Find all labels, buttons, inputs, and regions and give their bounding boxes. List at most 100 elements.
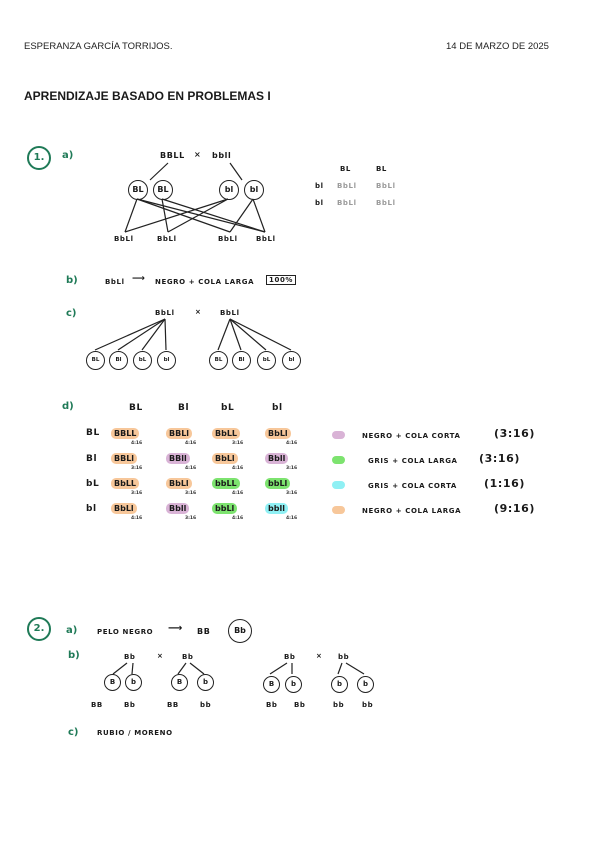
p2b-cross1-gamete: B xyxy=(104,674,121,691)
p1a-offspring: BbLl xyxy=(114,235,134,243)
p1b-phenotype: NEGRO + COLA LARGA xyxy=(155,278,255,286)
p2b-cross2-offspring: bb xyxy=(362,701,374,709)
punnett-fraction: 3:16 xyxy=(286,466,298,471)
p2-b-label: b) xyxy=(68,650,80,661)
mini-table-col: BL xyxy=(340,165,351,173)
legend-text: NEGRO + COLA LARGA xyxy=(362,507,462,515)
p1-a-label: a) xyxy=(62,150,74,161)
legend-swatch-pink xyxy=(332,431,345,439)
punnett-fraction: 3:16 xyxy=(185,491,197,496)
p2a-genotype: BB xyxy=(197,627,211,636)
punnett-cell: BBLL xyxy=(111,428,140,439)
punnett-cell: BbLL xyxy=(111,478,140,489)
punnett-col-head: BL xyxy=(129,403,143,413)
punnett-cell: BBll xyxy=(166,453,190,464)
p2a-arrow: ⟶ xyxy=(168,623,183,634)
p2b-cross2-offspring: bb xyxy=(333,701,345,709)
p2a-text: PELO NEGRO xyxy=(97,628,154,636)
p2b-cross1-right: Bb xyxy=(182,653,194,661)
p2b-cross1-offspring: BB xyxy=(167,701,179,709)
punnett-fraction: 3:16 xyxy=(131,466,143,471)
punnett-cell: BbLl xyxy=(166,478,192,489)
p2b-cross1-offspring: BB xyxy=(91,701,103,709)
p2a-circled-genotype: Bb xyxy=(228,619,252,643)
legend-swatch-cyan xyxy=(332,481,345,489)
mini-table-row-head: bl xyxy=(315,182,324,190)
p1b-arrow: ⟶ xyxy=(132,274,146,284)
punnett-row-head: bl xyxy=(86,504,97,514)
p2b-cross2-gamete: b xyxy=(331,676,348,693)
punnett-cell: BBLl xyxy=(166,428,193,439)
problem-2-number: 2. xyxy=(27,617,51,641)
punnett-cell: Bbll xyxy=(265,453,289,464)
punnett-fraction: 4:16 xyxy=(232,466,244,471)
legend-text: NEGRO + COLA CORTA xyxy=(362,432,461,440)
p2b-cross2-sign: × xyxy=(316,652,323,660)
punnett-fraction: 4:16 xyxy=(232,491,244,496)
punnett-fraction: 4:16 xyxy=(286,441,298,446)
punnett-fraction: 3:16 xyxy=(232,441,244,446)
p1a-gamete: BL xyxy=(153,180,173,200)
p2b-cross2-gamete: b xyxy=(357,676,374,693)
p1c-cross-left: BbLl xyxy=(155,309,175,317)
punnett-cell: BbLl xyxy=(265,428,291,439)
p1c-gamete-right: bL xyxy=(257,351,276,370)
mini-table-cell: BbLl xyxy=(376,199,396,207)
author-name: ESPERANZA GARCÍA TORRIJOS. xyxy=(24,41,173,52)
p2b-cross2-right: bb xyxy=(338,653,350,661)
punnett-fraction: 4:16 xyxy=(286,516,298,521)
p1-b-label: b) xyxy=(66,275,78,286)
p1b-percent: 100% xyxy=(266,275,297,285)
p2b-cross1-gamete: b xyxy=(197,674,214,691)
p1c-gamete-left: bl xyxy=(157,351,176,370)
legend-swatch-green xyxy=(332,456,345,464)
punnett-row-head: BL xyxy=(86,428,100,438)
mini-table-cell: BbLl xyxy=(337,199,357,207)
p1a-offspring: BbLl xyxy=(157,235,177,243)
p1c-gamete-right: Bl xyxy=(232,351,251,370)
mini-table-col: BL xyxy=(376,165,387,173)
punnett-fraction: 4:16 xyxy=(185,441,197,446)
p2b-cross1-sign: × xyxy=(157,652,164,660)
mini-table-row-head: bl xyxy=(315,199,324,207)
p2b-cross1-gamete: b xyxy=(125,674,142,691)
p1a-cross-left: BBLL xyxy=(160,151,185,160)
p2-c-label: c) xyxy=(68,727,79,738)
legend-ratio: (9:16) xyxy=(494,502,536,515)
mini-table-cell: BbLl xyxy=(337,182,357,190)
punnett-fraction: 4:16 xyxy=(232,516,244,521)
page-title: APRENDIZAJE BASADO EN PROBLEMAS I xyxy=(24,89,271,103)
p1a-gamete: bl xyxy=(219,180,239,200)
punnett-cell: BBLl xyxy=(111,453,138,464)
p2b-cross1-offspring: bb xyxy=(200,701,212,709)
punnett-fraction: 4:16 xyxy=(185,466,197,471)
legend-swatch-orange xyxy=(332,506,345,514)
punnett-cell: bbll xyxy=(265,503,288,514)
p1c-gamete-left: BL xyxy=(86,351,105,370)
p1a-gamete: BL xyxy=(128,180,148,200)
p1-d-label: d) xyxy=(62,401,74,412)
legend-text: GRIS + COLA CORTA xyxy=(368,482,457,490)
p1b-genotype: BbLl xyxy=(105,278,125,286)
p2b-cross2-offspring: Bb xyxy=(266,701,278,709)
punnett-cell: BbLL xyxy=(212,428,241,439)
punnett-row-head: Bl xyxy=(86,454,98,464)
p1c-cross-sign: × xyxy=(195,308,202,316)
legend-ratio: (1:16) xyxy=(484,477,526,490)
p1c-gamete-right: bl xyxy=(282,351,301,370)
punnett-fraction: 4:16 xyxy=(131,516,143,521)
legend-text: GRIS + COLA LARGA xyxy=(368,457,458,465)
punnett-fraction: 3:16 xyxy=(185,516,197,521)
p1a-cross-sign: × xyxy=(194,150,202,159)
punnett-col-head: bl xyxy=(272,403,283,413)
punnett-fraction: 3:16 xyxy=(131,491,143,496)
punnett-cell: bbLl xyxy=(265,478,291,489)
punnett-col-head: bL xyxy=(221,403,235,413)
p1c-cross-right: BbLl xyxy=(220,309,240,317)
p1a-offspring: BbLl xyxy=(218,235,238,243)
punnett-fraction: 4:16 xyxy=(131,441,143,446)
punnett-fraction: 3:16 xyxy=(286,491,298,496)
p2-a-label: a) xyxy=(66,625,78,636)
punnett-cell: bbLL xyxy=(212,478,240,489)
